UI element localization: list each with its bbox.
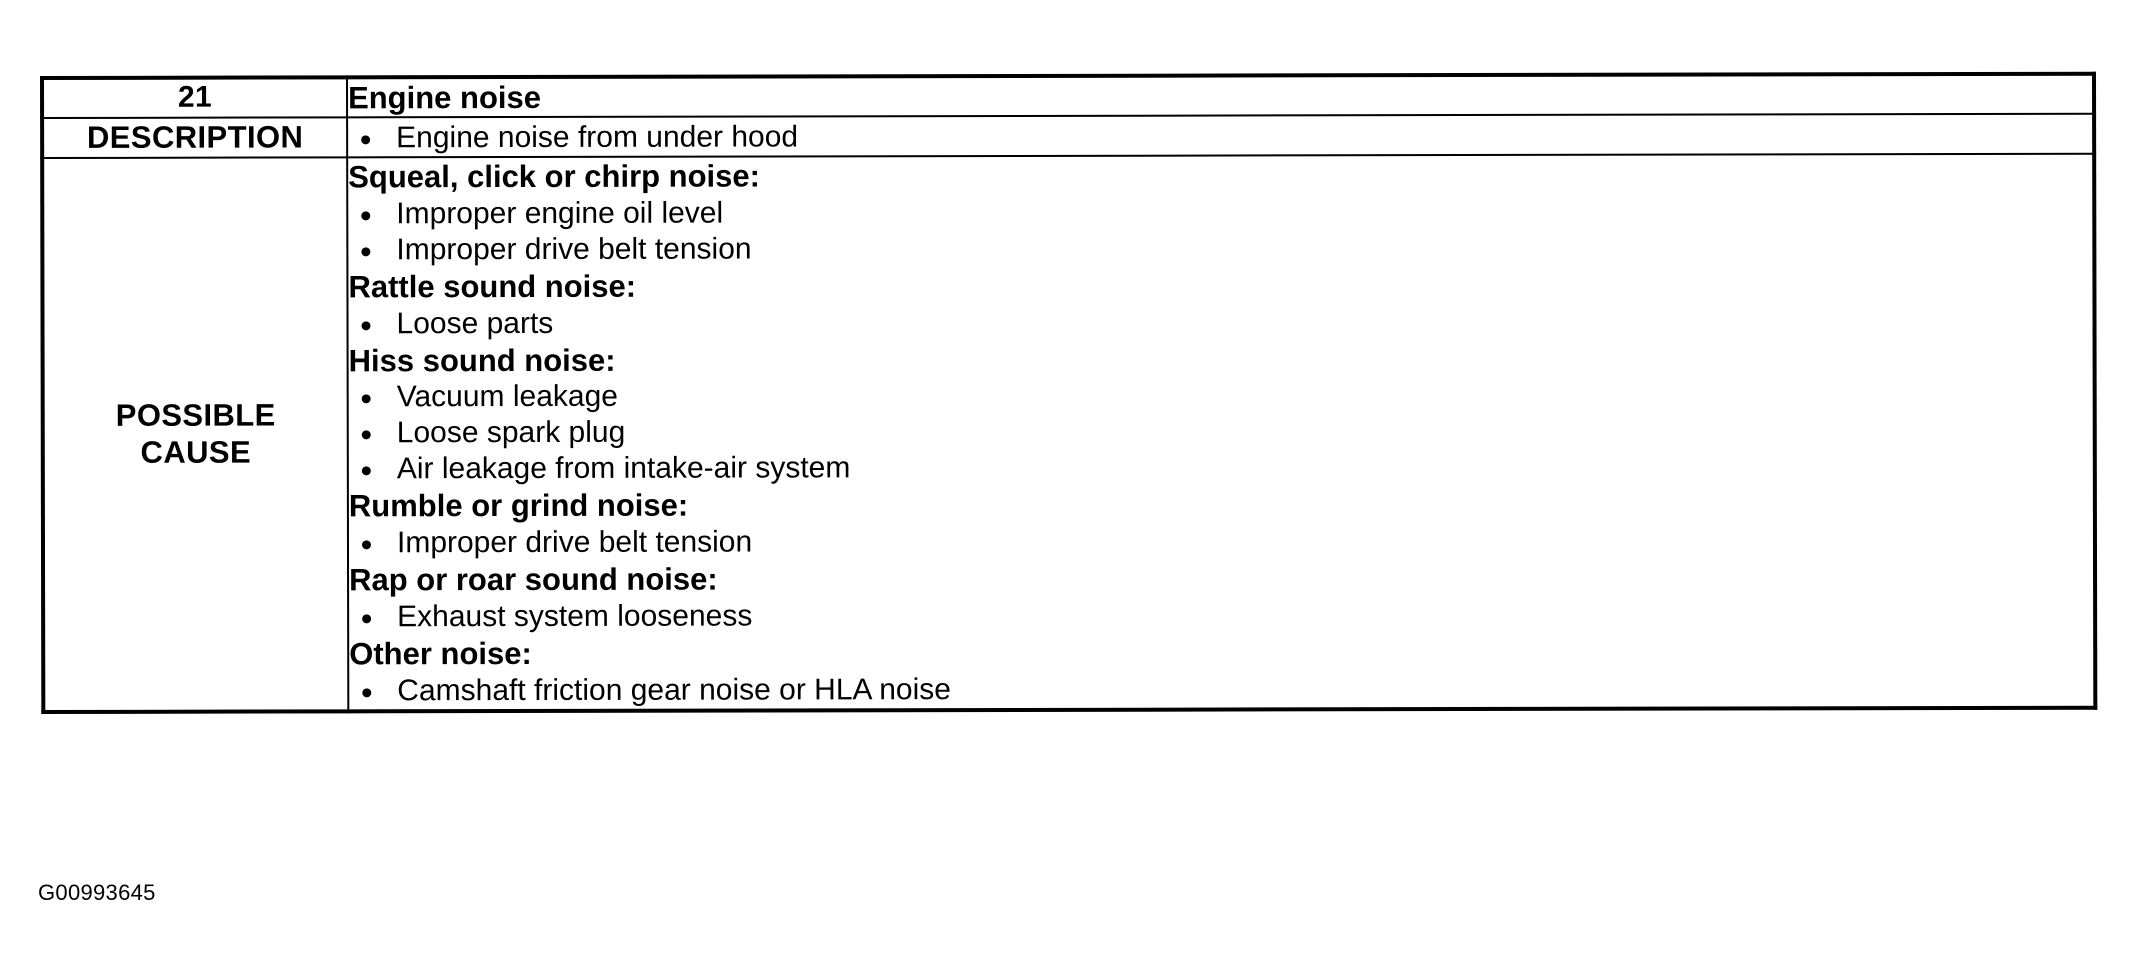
list-item-label: Loose spark plug bbox=[396, 416, 626, 450]
list-item-label: Improper engine oil level bbox=[396, 196, 724, 231]
possible-cause-label-cell: POSSIBLE CAUSE bbox=[42, 157, 349, 712]
bullet-icon bbox=[362, 614, 372, 624]
list-item: Improper engine oil level bbox=[348, 193, 2092, 233]
list-item: Exhaust system looseness bbox=[349, 596, 2093, 636]
cause-group-list: Improper drive belt tension bbox=[349, 522, 2093, 562]
symptom-table-container: 21 Engine noise DESCRIPTION Engine noise… bbox=[40, 71, 2098, 714]
bullet-icon bbox=[362, 688, 372, 698]
cause-group-list: Camshaft friction gear noise or HLA nois… bbox=[349, 670, 2093, 710]
list-item: Engine noise from under hood bbox=[348, 116, 2092, 155]
description-list: Engine noise from under hood bbox=[348, 116, 2092, 155]
figure-caption: G00993645 bbox=[38, 880, 156, 905]
symptom-number-cell: 21 bbox=[42, 77, 348, 119]
possible-cause-content-cell: Squeal, click or chirp noise: Improper e… bbox=[347, 153, 2096, 712]
cause-group-list: Exhaust system looseness bbox=[349, 596, 2093, 636]
list-item-label: Improper drive belt tension bbox=[396, 525, 753, 560]
bullet-icon bbox=[361, 211, 371, 221]
symptom-table: 21 Engine noise DESCRIPTION Engine noise… bbox=[40, 71, 2098, 714]
list-item-label: Vacuum leakage bbox=[396, 380, 618, 414]
list-item: Improper drive belt tension bbox=[349, 522, 2093, 562]
list-item-label: Camshaft friction gear noise or HLA nois… bbox=[397, 672, 951, 708]
bullet-icon bbox=[361, 134, 371, 144]
list-item-label: Engine noise from under hood bbox=[396, 119, 799, 154]
symptom-title-cell: Engine noise bbox=[347, 73, 2095, 118]
symptom-title: Engine noise bbox=[348, 79, 542, 116]
list-item: Camshaft friction gear noise or HLA nois… bbox=[349, 670, 2093, 710]
cause-group-list: Vacuum leakage Loose spark plug Air leak… bbox=[349, 376, 2093, 488]
table-row: 21 Engine noise bbox=[42, 73, 2095, 119]
bullet-icon bbox=[361, 430, 371, 440]
bullet-icon bbox=[361, 320, 371, 330]
list-item: Loose parts bbox=[348, 302, 2092, 342]
bullet-icon bbox=[361, 247, 371, 257]
list-item-label: Air leakage from intake-air system bbox=[396, 451, 851, 486]
cause-group-heading: Other noise: bbox=[349, 636, 532, 672]
cause-group-heading: Hiss sound noise: bbox=[348, 342, 616, 378]
table-row: POSSIBLE CAUSE Squeal, click or chirp no… bbox=[42, 153, 2096, 712]
cause-group-list: Improper engine oil level Improper drive… bbox=[348, 193, 2092, 269]
list-item: Loose spark plug bbox=[349, 412, 2093, 452]
description-content-cell: Engine noise from under hood bbox=[347, 113, 2095, 158]
bullet-icon bbox=[361, 466, 371, 476]
list-item: Air leakage from intake-air system bbox=[349, 448, 2093, 488]
list-item: Improper drive belt tension bbox=[348, 229, 2092, 269]
description-label-cell: DESCRIPTION bbox=[42, 117, 348, 158]
cause-group-heading: Rumble or grind noise: bbox=[348, 488, 689, 524]
cause-group-heading: Rap or roar sound noise: bbox=[349, 561, 718, 598]
cause-group-heading: Squeal, click or chirp noise: bbox=[348, 158, 760, 195]
list-item-label: Improper drive belt tension bbox=[396, 232, 752, 267]
bullet-icon bbox=[361, 394, 371, 404]
list-item: Vacuum leakage bbox=[349, 376, 2093, 416]
cause-group-heading: Rattle sound noise: bbox=[348, 268, 637, 305]
bullet-icon bbox=[361, 540, 371, 550]
table-row: DESCRIPTION Engine noise from under hood bbox=[42, 113, 2095, 158]
cause-group-list: Loose parts bbox=[348, 302, 2092, 342]
list-item-label: Exhaust system looseness bbox=[397, 599, 753, 634]
list-item-label: Loose parts bbox=[396, 306, 554, 340]
